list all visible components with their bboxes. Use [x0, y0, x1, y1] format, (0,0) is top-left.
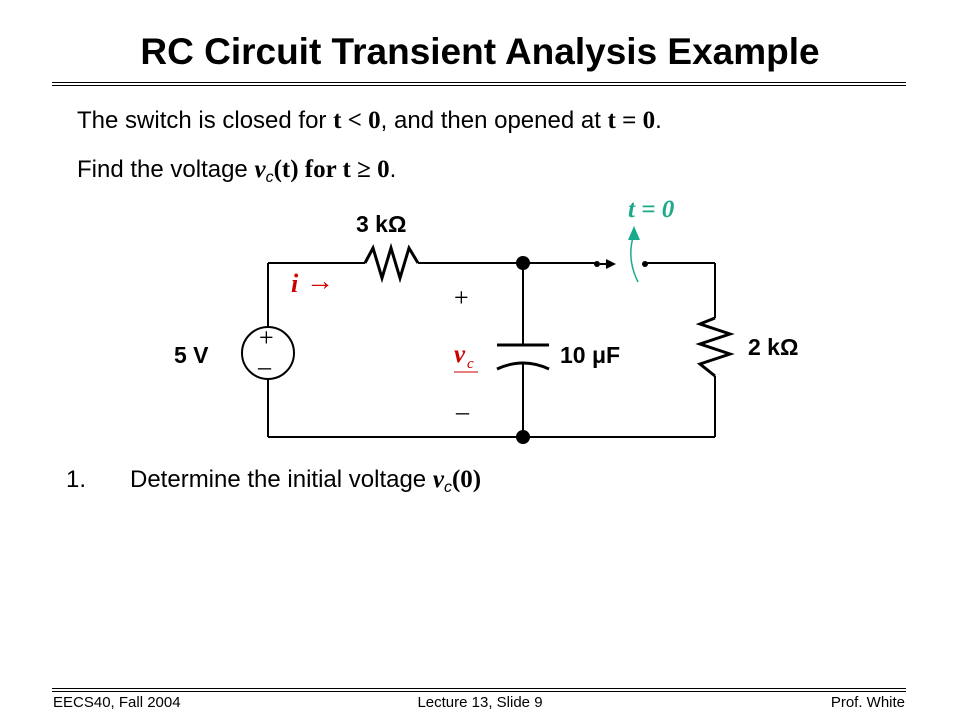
problem-statement-1: The switch is closed for t < 0, and then… — [77, 106, 662, 136]
switch-contact-right — [642, 261, 648, 267]
switch-open-arrowhead — [628, 226, 640, 240]
statement-text: , and then opened at — [380, 107, 608, 134]
node-top — [516, 256, 530, 270]
vc-plus: + — [454, 283, 469, 312]
vc-argument: (t) — [273, 156, 299, 183]
vc-subscript: c — [443, 479, 452, 496]
switch-open-arrow — [630, 233, 639, 283]
slide-title: RC Circuit Transient Analysis Example — [140, 31, 820, 72]
switch-blade-arrow — [606, 259, 616, 269]
step-number: 1. — [66, 466, 87, 493]
step-text: Determine the initial voltage — [130, 466, 433, 493]
switch-contact-left — [594, 261, 600, 267]
statement-text: Find the voltage — [77, 156, 255, 183]
vc-subscript: c — [265, 169, 274, 186]
footer-slide-number: Lecture 13, Slide 9 — [417, 694, 543, 711]
condition-t-lt-0: t < 0 — [333, 107, 381, 134]
source-label: 5 V — [174, 342, 209, 368]
source-plus: + — [259, 323, 274, 352]
problem-statement-2: Find the voltage vc(t) for t ≥ 0. — [77, 155, 396, 193]
statement-text: The switch is closed for — [77, 107, 334, 134]
source-minus: – — [257, 352, 272, 381]
resistor-3k — [363, 242, 420, 284]
footer-course: EECS40, Fall 2004 — [53, 694, 181, 711]
vc-minus: – — [455, 397, 470, 426]
footer-instructor: Prof. White — [830, 694, 905, 711]
statement-text: . — [389, 156, 397, 183]
title-rule-2 — [52, 85, 906, 86]
vc-symbol: v — [254, 156, 266, 183]
resistor-2k — [695, 316, 735, 378]
footer-rule-2 — [52, 691, 906, 692]
vc-symbol: v — [432, 466, 444, 493]
vc-argument: (0) — [451, 466, 482, 493]
switch-label: t = 0 — [628, 196, 675, 223]
current-arrow: → — [306, 266, 334, 297]
resistor-3k-label: 3 kΩ — [356, 211, 406, 237]
statement-text: . — [655, 107, 662, 134]
vc-label-subscript: c — [467, 356, 474, 372]
capacitor-label: 10 μF — [560, 342, 620, 368]
condition-t-eq-0: t = 0 — [607, 107, 656, 134]
node-bottom — [516, 430, 530, 444]
step-1: 1. Determine the initial voltage vc(0) — [66, 465, 481, 503]
resistor-2k-label: 2 kΩ — [748, 334, 798, 360]
vc-label: v — [454, 341, 466, 368]
current-label: i — [291, 269, 299, 298]
footer-rule — [52, 688, 906, 689]
title-rule — [52, 82, 906, 83]
condition-t-ge-0: for t ≥ 0 — [298, 156, 390, 183]
